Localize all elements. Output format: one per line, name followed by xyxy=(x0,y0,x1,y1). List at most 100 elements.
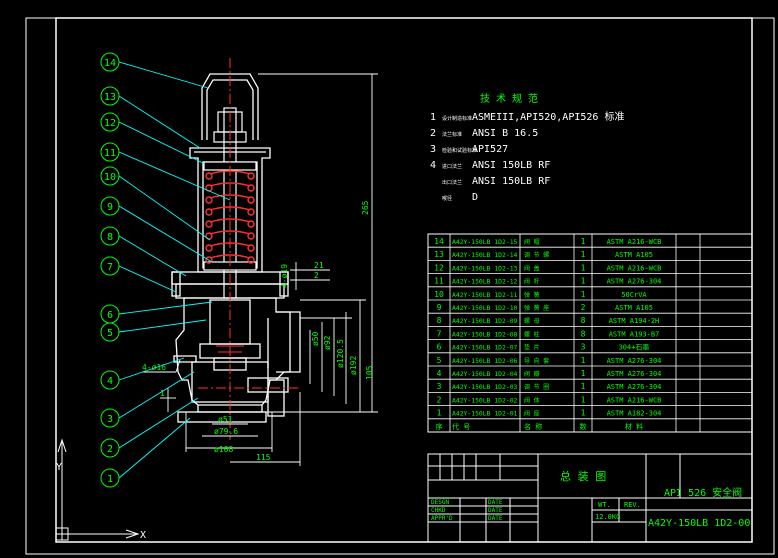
ucs-x-label: X xyxy=(140,530,146,541)
callout-circle-3 xyxy=(100,408,120,428)
bom-cell-code: A42Y-150LB 1D2-10 xyxy=(452,304,518,312)
callout-number: 1 xyxy=(107,474,113,485)
callout-leader-10 xyxy=(118,175,211,241)
callout-leader-1 xyxy=(118,417,191,479)
callout-leader-7 xyxy=(118,265,177,293)
date-label-2: DATE xyxy=(488,507,503,514)
tech-line-num: 1 xyxy=(430,112,436,123)
callout-circle-7 xyxy=(100,256,120,276)
bom-cell-qty: 1 xyxy=(581,369,586,378)
bom-cell-qty: 8 xyxy=(581,316,586,325)
bom-cell-code: A42Y-150LB 1D2-15 xyxy=(452,238,518,246)
callout-number: 3 xyxy=(107,414,113,425)
bom-header-no: 序 xyxy=(436,422,443,431)
bom-cell-name: 阀 盖 xyxy=(524,264,540,272)
callout-number: 13 xyxy=(104,92,116,103)
bom-cell-code: A42Y-150LB 1D2-07 xyxy=(452,344,518,352)
callout-circle-14 xyxy=(100,52,120,72)
callout-leader-5 xyxy=(118,319,207,333)
bom-cell-name: 阀 瓣 xyxy=(524,370,540,378)
bom-cell-code: A42Y-150LB 1D2-02 xyxy=(452,396,518,404)
dim-115: 115 xyxy=(256,453,271,462)
tech-line-value: ASMEIII,API520,API526 标准 xyxy=(472,111,624,123)
callout-leader-11 xyxy=(118,151,231,201)
callout-leader-2 xyxy=(118,397,199,449)
title-block xyxy=(427,453,753,543)
bom-cell-no: 11 xyxy=(434,277,444,286)
tech-line-label: 检验和试验标准 xyxy=(442,147,477,154)
bom-cell-name: 螺 母 xyxy=(524,317,540,325)
bom-cell-no: 4 xyxy=(437,369,442,378)
drawing-title: 总 装 图 xyxy=(560,469,606,483)
bom-cell-no: 8 xyxy=(437,316,442,325)
bom-cell-code: A42Y-150LB 1D2-12 xyxy=(452,278,518,286)
bom-cell-code: A42Y-150LB 1D2-11 xyxy=(452,291,518,299)
dim-4-19: 4-ø19 xyxy=(280,264,289,288)
callout-circle-2 xyxy=(100,438,120,458)
bom-cell-name: 螺 柱 xyxy=(524,330,540,338)
bom-cell-material: ASTM A193-B7 xyxy=(609,330,660,338)
weight-label: WT. xyxy=(598,501,611,509)
bom-cell-no: 13 xyxy=(434,250,444,259)
callout-number: 2 xyxy=(107,444,113,455)
desgn-label: DESGN xyxy=(431,499,449,506)
bom-cell-name: 阀 体 xyxy=(524,396,540,404)
callout-leader-9 xyxy=(118,205,213,263)
bom-cell-name: 调 节 螺 xyxy=(524,251,549,259)
bom-cell-no: 12 xyxy=(434,263,444,272)
bom-frame xyxy=(427,233,753,433)
dim-265: 265 xyxy=(361,200,370,215)
tech-line-label: 进口法兰 xyxy=(442,163,462,170)
dim-79: ø79.6 xyxy=(214,427,238,436)
ucs-y-label: Y xyxy=(56,462,62,473)
callout-leader-6 xyxy=(118,301,213,315)
bom-header-qty: 数 xyxy=(580,422,587,431)
callout-number: 6 xyxy=(107,310,113,321)
tech-line-value: ANSI 150LB RF xyxy=(472,176,550,187)
bom-cell-material: ASTM A276-304 xyxy=(607,383,662,391)
tech-line-num: 2 xyxy=(430,128,436,139)
bom-cell-code: A42Y-150LB 1D2-13 xyxy=(452,264,518,272)
bom-cell-material: ASTM A194-2H xyxy=(609,317,660,325)
title-block-text: 总 装 图 API 526 安全阀 A42Y-150LB 1D2-00 WT. … xyxy=(431,469,750,529)
callout-leader-8 xyxy=(118,235,187,277)
dim-51: ø51 xyxy=(218,415,233,424)
tech-line-num: 4 xyxy=(430,160,436,171)
callout-number: 14 xyxy=(104,58,116,69)
bom-cell-qty: 1 xyxy=(581,277,586,286)
bom-header-material: 材 料 xyxy=(625,422,643,431)
bom-cell-code: A42Y-150LB 1D2-03 xyxy=(452,383,518,391)
bom-cell-name: 弹 簧 座 xyxy=(524,304,549,312)
bom-cell-material: ASTM A276-304 xyxy=(607,357,662,365)
bom-cell-no: 1 xyxy=(437,409,442,418)
ucs-icon xyxy=(55,438,140,541)
bom-cell-code: A42Y-150LB 1D2-08 xyxy=(452,330,518,338)
callout-leader-12 xyxy=(118,121,206,165)
dim-120: ø120.5 xyxy=(336,339,345,368)
tech-line-label: 法兰标准 xyxy=(442,131,462,138)
dim-50: ø50 xyxy=(311,331,320,346)
tech-line-label: 喉径 xyxy=(442,195,452,202)
callout-leader-14 xyxy=(118,61,209,89)
bom-cell-material: ASTM A276-304 xyxy=(607,278,662,286)
callout-leader-3 xyxy=(118,371,195,419)
callout-circle-12 xyxy=(100,112,120,132)
bom-cell-no: 5 xyxy=(437,356,442,365)
tech-line-value: API527 xyxy=(472,144,508,155)
bom-cell-material: ASTM A105 xyxy=(615,251,653,259)
dim-2: 2 xyxy=(314,271,319,280)
bom-cell-material: ASTM A276-304 xyxy=(607,370,662,378)
bom-cell-no: 10 xyxy=(434,290,444,299)
bom-header-code: 代 号 xyxy=(452,422,470,431)
bom-cell-name: 导 向 套 xyxy=(524,357,549,365)
dim-1: 1 xyxy=(160,389,165,398)
bom-cell-name: 阀 座 xyxy=(524,410,540,418)
bom-header-name: 名 称 xyxy=(524,422,542,431)
bom-cell-code: A42Y-150LB 1D2-04 xyxy=(452,370,518,378)
callout-number: 9 xyxy=(107,202,113,213)
bom-cell-no: 3 xyxy=(437,382,442,391)
tech-line-num: 3 xyxy=(430,144,436,155)
dim-21: 21 xyxy=(314,261,324,270)
bom-cell-name: 弹 簧 xyxy=(524,291,540,299)
